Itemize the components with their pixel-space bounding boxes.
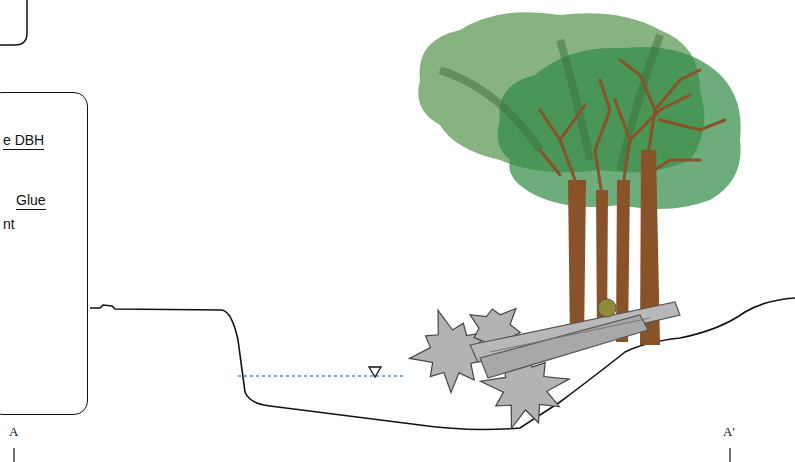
legend-box xyxy=(0,0,27,45)
log-end-marker xyxy=(598,299,616,317)
tree-crowns xyxy=(418,12,740,209)
legend-text: Glue xyxy=(16,193,46,210)
water-level-symbol xyxy=(369,367,381,377)
section-label: A xyxy=(9,424,18,440)
ground-line xyxy=(90,298,795,429)
legend-panel: e DBH Gluent xyxy=(0,92,88,415)
logs xyxy=(470,302,680,378)
section-tick xyxy=(13,448,14,462)
legend-text: nt xyxy=(3,217,15,232)
section-tick xyxy=(729,448,730,462)
tree-branches xyxy=(540,60,725,195)
legend-text: e DBH xyxy=(3,133,44,150)
water-surface xyxy=(238,375,406,377)
section-label: A' xyxy=(723,424,735,440)
